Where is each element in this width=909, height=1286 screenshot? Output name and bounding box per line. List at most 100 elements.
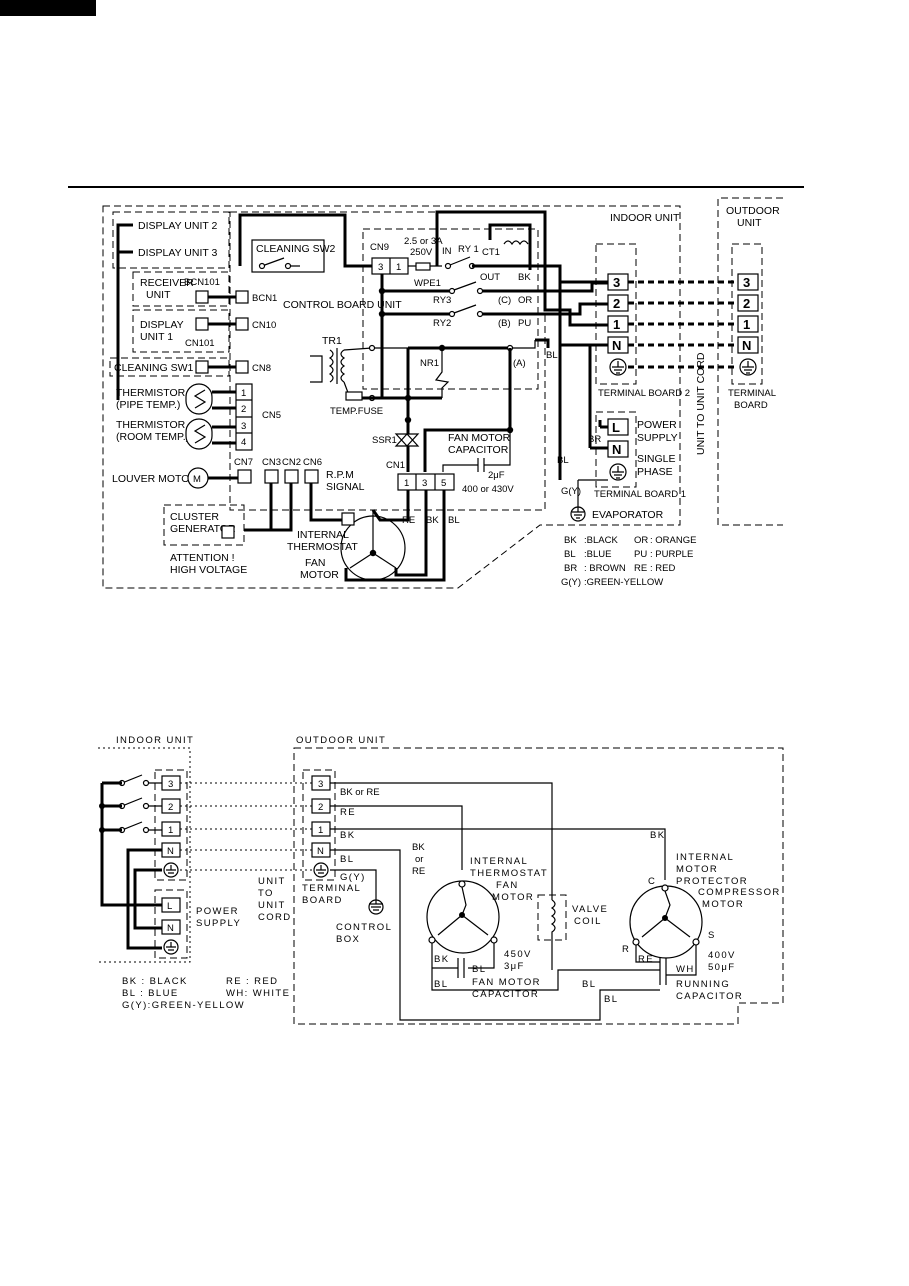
bl-label-a: BL xyxy=(546,350,558,361)
d2-itb-ground-symbol xyxy=(166,865,176,874)
d2-cord-1: UNIT xyxy=(258,876,286,887)
receiver-unit-2: UNIT xyxy=(146,289,171,301)
rpm-signal-2: SIGNAL xyxy=(326,481,365,493)
junction-6 xyxy=(404,416,412,424)
display-unit-group-frame xyxy=(112,211,230,269)
d2-itb-label-1: 1 xyxy=(168,825,173,836)
cn9-pin-1: 1 xyxy=(396,262,401,273)
corner-tab xyxy=(0,0,96,16)
d2-itb-label-n: N xyxy=(167,846,174,857)
cn6-label: CN6 xyxy=(303,457,322,468)
d2-fan-bl: BL xyxy=(472,964,486,975)
cn2-connector xyxy=(284,469,299,484)
d2-otb-label-1: 1 xyxy=(318,825,323,836)
junction-1 xyxy=(378,287,386,295)
cluster-generator-connector xyxy=(221,525,235,539)
d2-control-box-ground-icon xyxy=(368,899,384,915)
outdoor-unit-frame xyxy=(717,197,783,526)
display-unit-3: DISPLAY UNIT 3 xyxy=(138,247,218,259)
otb-ground-symbol xyxy=(742,361,754,374)
indoor-unit-frame xyxy=(102,205,681,589)
tb2-ground-symbol xyxy=(612,361,624,374)
d2-control-box-1: CONTROL xyxy=(336,922,392,933)
attention-1: ATTENTION ! xyxy=(170,552,235,564)
pu-label: PU xyxy=(518,318,531,329)
pu-wire xyxy=(482,302,608,316)
power-wires xyxy=(588,345,608,450)
legend1-code-5: BR xyxy=(564,563,577,574)
tb2-label-n: N xyxy=(612,338,621,353)
int-thermostat-1: INTERNAL xyxy=(297,529,349,541)
bl-label-1: BL xyxy=(448,515,460,526)
d2-junction-1 xyxy=(99,803,105,809)
relay-feed xyxy=(380,274,450,398)
legend1-code-4: PU xyxy=(634,549,647,560)
fan-motor-label-2: MOTOR xyxy=(300,569,339,581)
d2-fan-motor-2: MOTOR xyxy=(492,892,534,903)
d2-otb-label-n: N xyxy=(317,846,324,857)
gy-label: G(Y) xyxy=(561,486,581,497)
outdoor-wiring-diagram: INDOOR UNIT OUTDOOR UNIT 3 2 1 N L N xyxy=(98,735,784,1025)
d2-legend-2b: WH: WHITE xyxy=(226,988,290,999)
tb1-label-l: L xyxy=(612,420,620,435)
tr1-coils xyxy=(328,349,346,383)
or-label: OR xyxy=(518,295,532,306)
fan-cap-value-1: 2μF xyxy=(488,470,505,481)
d2-fan-node-top xyxy=(458,880,466,888)
d2-fan-bk: BK xyxy=(434,954,449,965)
d2-running-cap-1: RUNNING xyxy=(676,979,730,990)
control-board-unit-label: CONTROL BOARD UNIT xyxy=(283,299,402,311)
d2-bl-label: BL xyxy=(340,854,354,865)
d2-legend-2a: BL : BLUE xyxy=(122,988,179,999)
d2-bk-label: BK xyxy=(340,830,355,841)
d2-indoor-wires xyxy=(100,781,162,950)
tb2-label-1: 1 xyxy=(613,317,620,332)
legend1-name-1: :BLACK xyxy=(584,535,618,546)
legend1-code-6: RE xyxy=(634,563,647,574)
d2-int-thermostat-1: INTERNAL xyxy=(470,856,528,867)
d2-valve-coil-frame xyxy=(537,894,567,941)
d2-fan-bl-2: BL xyxy=(434,979,448,990)
ry2-switch xyxy=(453,304,477,314)
bl-label-b: BL xyxy=(557,455,569,466)
d2-imp-2: MOTOR xyxy=(676,864,718,875)
junction-2 xyxy=(378,310,386,318)
cn5-pin-2: 2 xyxy=(241,404,246,415)
tr1-lower-wire xyxy=(362,348,410,400)
evaporator-label: EVAPORATOR xyxy=(592,509,664,521)
legend1-name-7: :GREEN-YELLOW xyxy=(584,577,663,588)
section-rule xyxy=(68,186,804,188)
d2-fan-cap-wires xyxy=(431,943,660,991)
power-supply-2: SUPPLY xyxy=(637,432,678,444)
fuse-rating-2: 250V xyxy=(410,247,433,258)
temp-fuse-label: TEMP.FUSE xyxy=(330,406,383,417)
cn1-pin-5: 5 xyxy=(441,478,446,489)
a-wire xyxy=(423,348,512,472)
legend1-name-3: :BLUE xyxy=(584,549,611,560)
d2-outdoor-frame xyxy=(293,747,784,1025)
thermistor-symbols xyxy=(193,389,207,444)
d2-otb-ground-symbol xyxy=(316,865,326,874)
d2-ps-ground-symbol xyxy=(166,942,176,951)
d2-compressor-1: COMPRESSOR xyxy=(698,887,781,898)
d2-fan-cap-value-2: 3μF xyxy=(504,961,525,972)
ry1-switch xyxy=(449,256,471,266)
cn8-connector xyxy=(235,360,249,374)
cn6-connector xyxy=(304,469,319,484)
cn7-connector xyxy=(237,469,252,484)
d2-bk-or-re: BK or RE xyxy=(340,787,380,798)
cn10-connector xyxy=(235,317,249,331)
cn9-label: CN9 xyxy=(370,242,389,253)
d2-cord-lines xyxy=(180,782,312,871)
d2-ground-wire xyxy=(330,869,383,911)
fan-cap-symbol xyxy=(442,430,511,472)
cn5-pin-3: 3 xyxy=(241,421,246,432)
d2-power-supply-2: SUPPLY xyxy=(196,918,241,929)
a-label: (A) xyxy=(513,358,526,369)
legend1-name-5: : BROWN xyxy=(584,563,626,574)
terminal-board-1-label: TERMINAL BOARD 1 xyxy=(594,489,686,500)
d2-bk-or-re-v3: RE xyxy=(412,866,425,877)
d2-legend-1a: BK : BLACK xyxy=(122,976,188,987)
int-thermostat-2: THERMOSTAT xyxy=(287,541,358,553)
wpe1-label: WPE1 xyxy=(414,278,441,289)
